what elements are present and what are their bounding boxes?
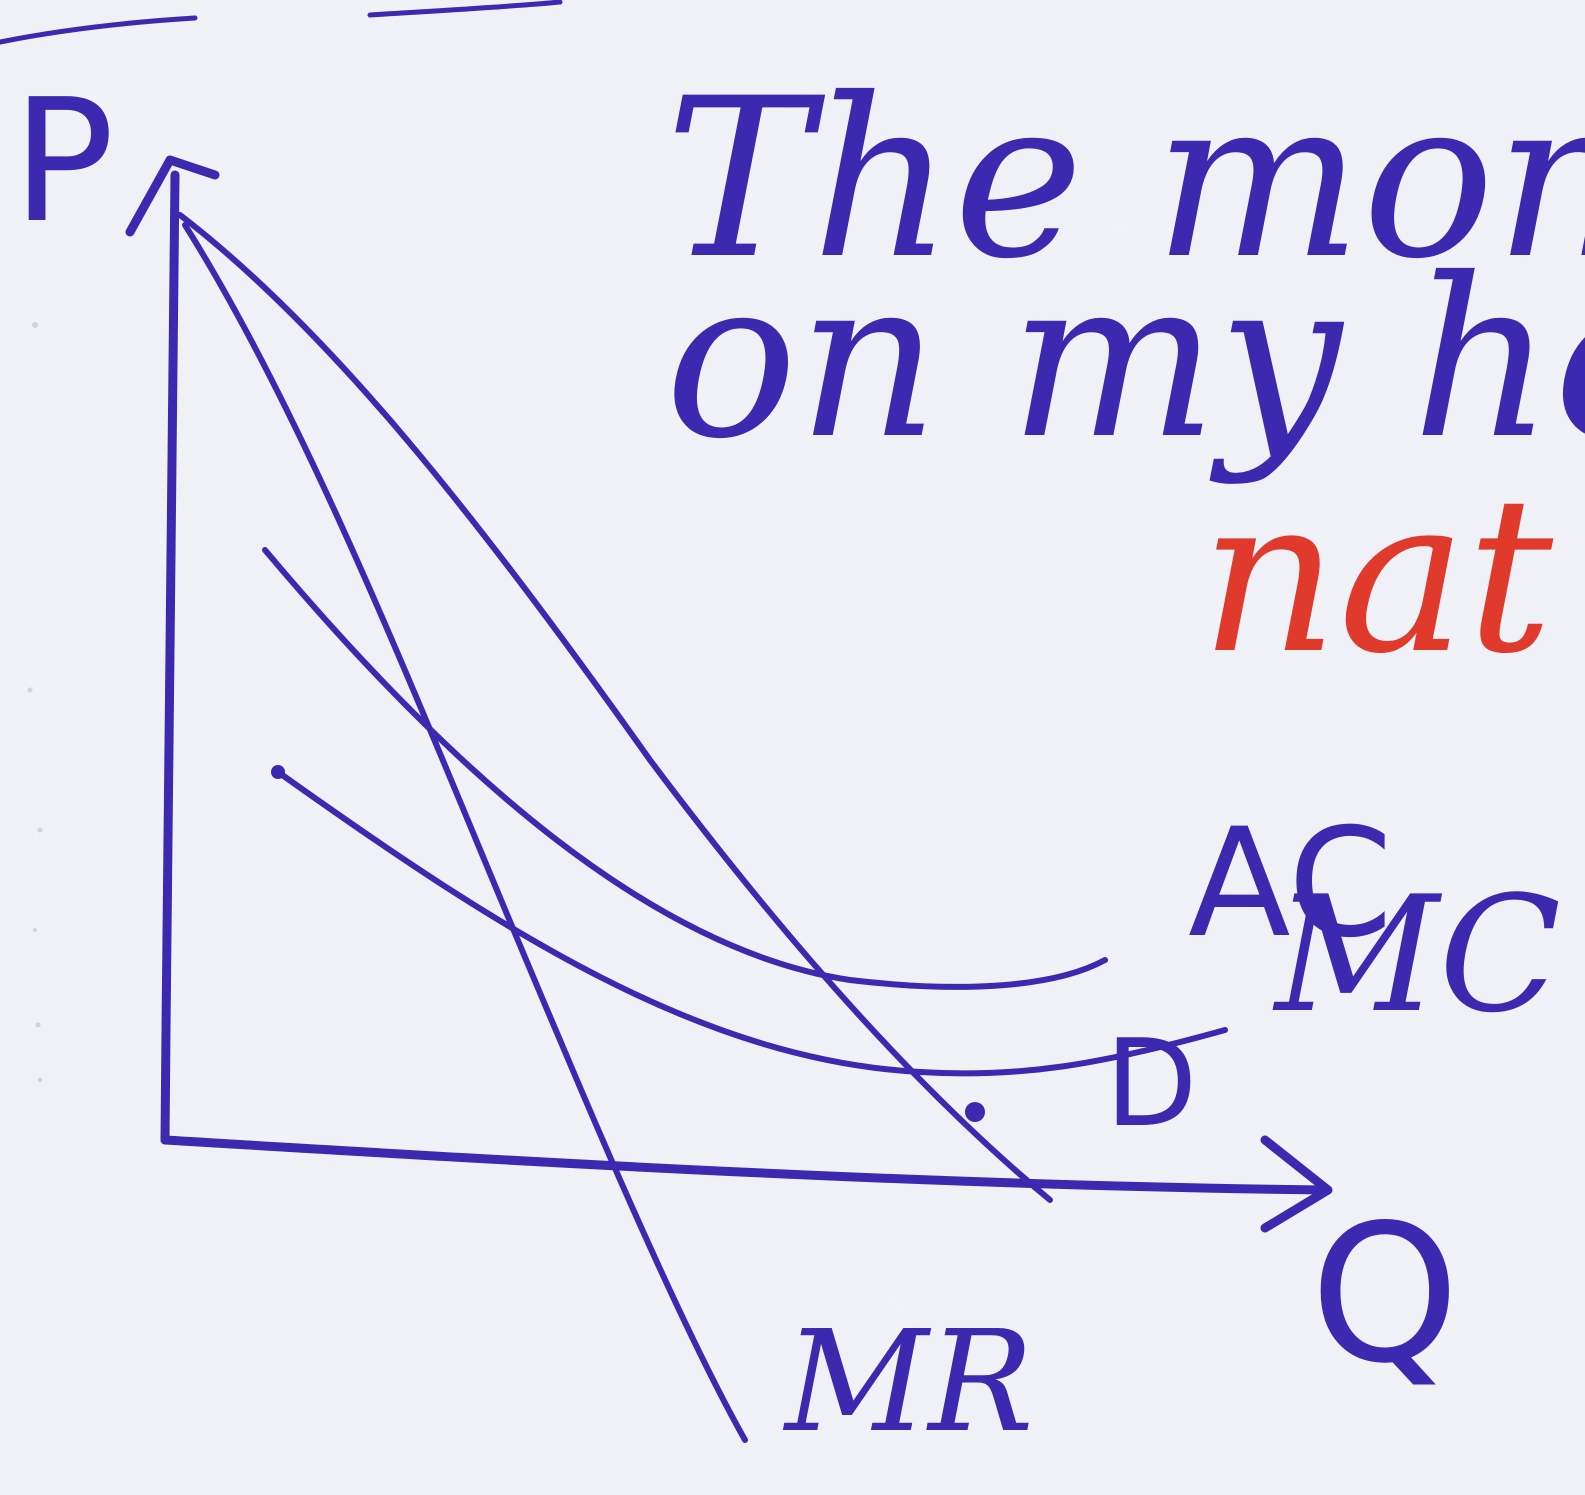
y-axis-arrowhead (125, 155, 220, 237)
mc-label: MC (1272, 861, 1561, 1048)
ac-label: AC (1188, 797, 1393, 971)
average-cost-curve (262, 547, 1108, 990)
intersection-point (965, 1102, 985, 1122)
y-axis (160, 170, 180, 1145)
x-axis (160, 1135, 1330, 1195)
x-axis-arrowhead (1260, 1135, 1333, 1233)
mr-label: MR (782, 1301, 1034, 1464)
handwritten-line-1: The monop (665, 51, 1585, 307)
handwritten-line-2: on my hea (665, 231, 1585, 487)
handwritten-line-3-red: nat (1200, 450, 1554, 701)
mc-curve-start-dot (271, 765, 285, 779)
y-axis-label: P (12, 63, 115, 261)
demand-curve (177, 212, 1053, 1203)
marginal-cost-curve (275, 769, 1228, 1077)
top-rule-stroke-left (0, 15, 198, 45)
margin-marks (27, 322, 43, 1082)
top-rule-stroke-right (367, 0, 563, 18)
demand-label: D (1105, 1015, 1197, 1154)
x-axis-label: Q (1310, 1184, 1460, 1405)
marginal-revenue-curve (182, 222, 748, 1443)
